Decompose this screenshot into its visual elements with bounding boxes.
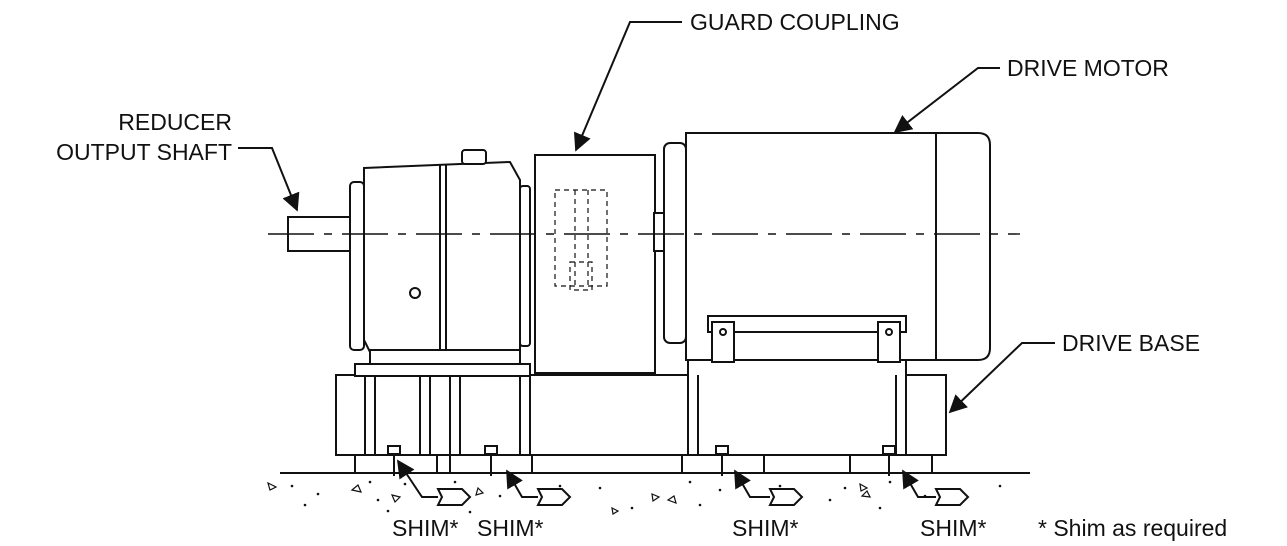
shim-icon bbox=[768, 488, 804, 506]
shim-icon bbox=[934, 488, 970, 506]
label-shim-2: SHIM* bbox=[477, 515, 544, 541]
anchor-bolt bbox=[484, 445, 498, 476]
coupling-guard bbox=[534, 154, 656, 374]
leaders bbox=[238, 21, 1055, 498]
footnote: * Shim as required bbox=[1038, 515, 1227, 541]
label-drive-base: DRIVE BASE bbox=[1062, 330, 1200, 356]
shim-icon bbox=[436, 488, 472, 506]
label-reducer: REDUCER bbox=[118, 109, 232, 135]
shim-symbols bbox=[436, 488, 970, 506]
motor-feet bbox=[707, 315, 907, 333]
drive-motor bbox=[653, 132, 991, 363]
reducer bbox=[287, 149, 531, 365]
label-drive-motor: DRIVE MOTOR bbox=[1007, 55, 1169, 81]
concrete-aggregate bbox=[267, 481, 872, 515]
label-shim-4: SHIM* bbox=[920, 515, 987, 541]
label-guard-coupling: GUARD COUPLING bbox=[690, 9, 900, 35]
output-shaft bbox=[287, 216, 351, 252]
label-output-shaft: OUTPUT SHAFT bbox=[56, 139, 232, 165]
concrete-dots bbox=[290, 480, 1002, 514]
anchor-bolt bbox=[387, 445, 401, 476]
breather-cap bbox=[461, 149, 487, 165]
anchor-bolt bbox=[882, 445, 896, 476]
label-shim-3: SHIM* bbox=[732, 515, 799, 541]
shim-icon bbox=[536, 488, 572, 506]
base-pads bbox=[354, 445, 933, 476]
drive-base bbox=[335, 359, 947, 456]
label-shim-1: SHIM* bbox=[392, 515, 459, 541]
anchor-bolt bbox=[715, 445, 729, 476]
